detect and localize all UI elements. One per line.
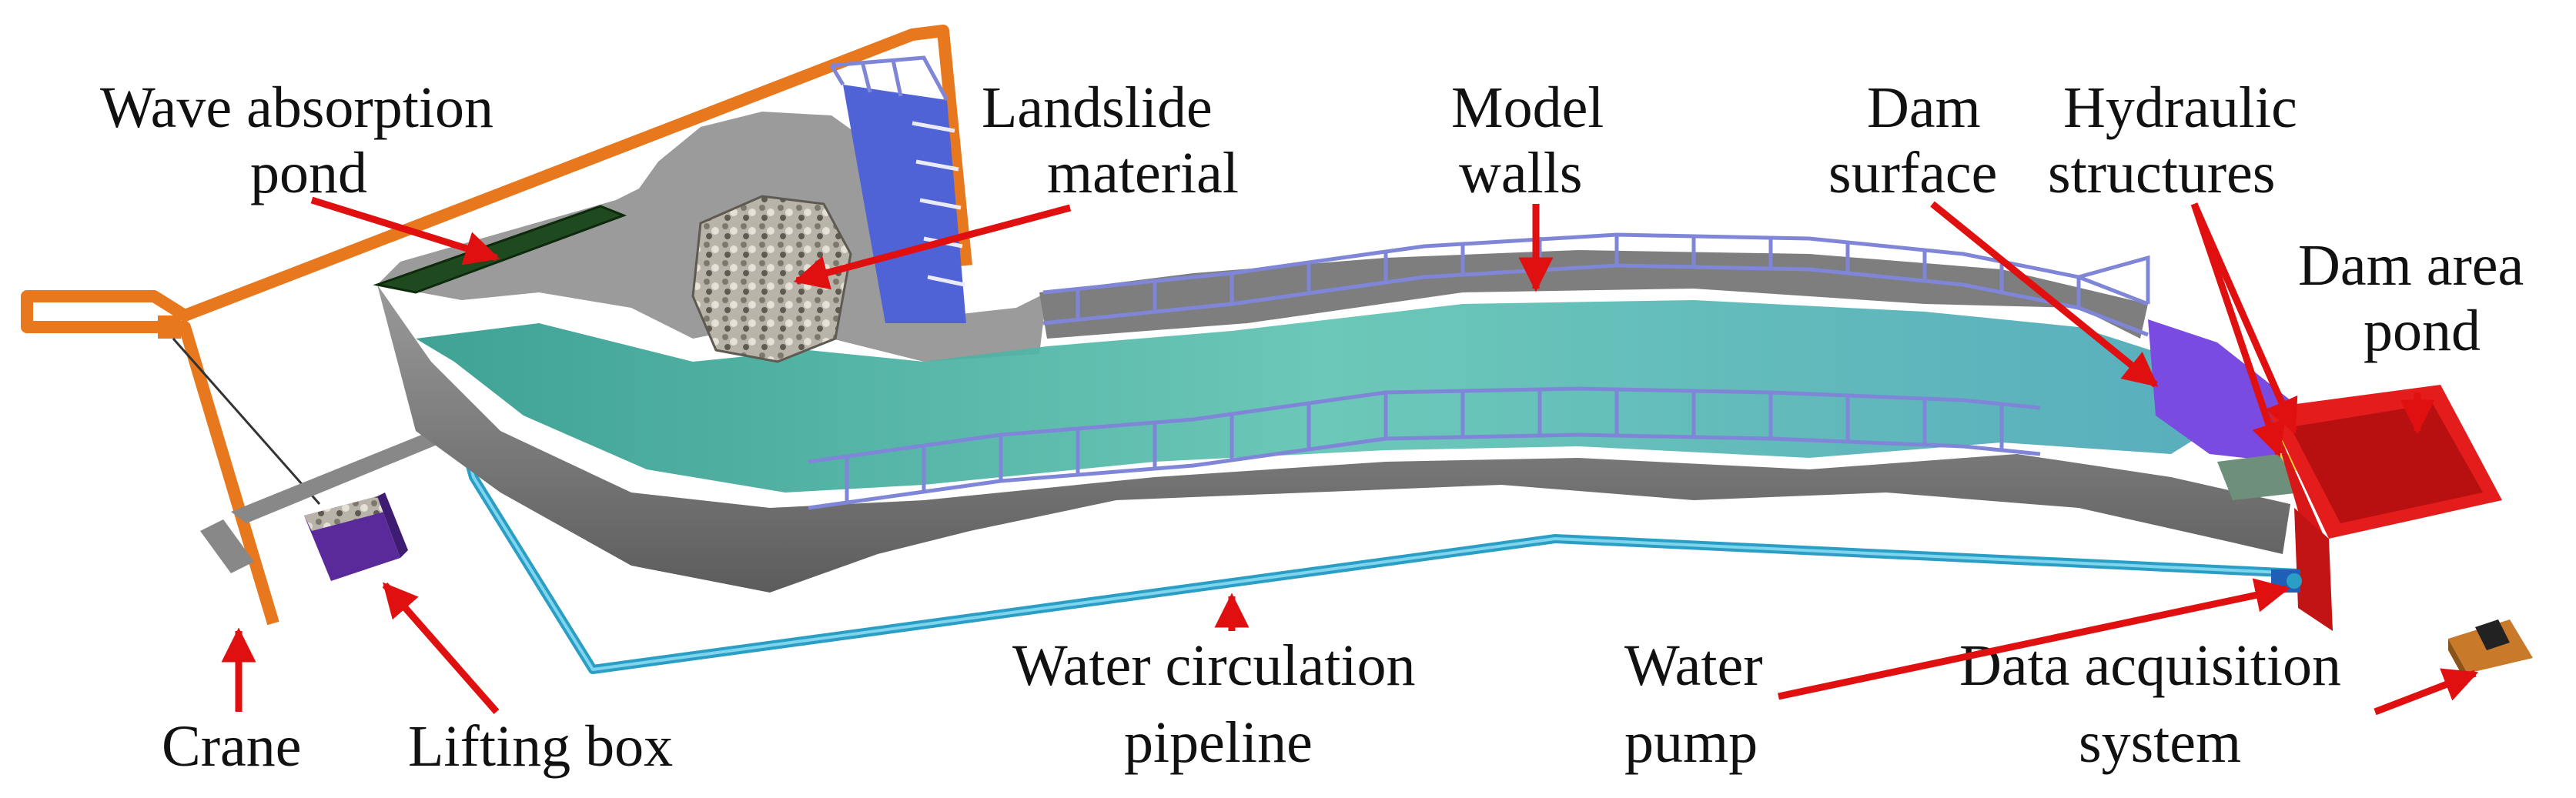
label-water-circulation-pipeline-line1: Water circulation [1012,633,1416,698]
arrow-wave-absorption-pond [310,196,500,265]
landslide-material [691,195,852,363]
arrow-hydraulic-structures-a [2190,202,2298,435]
wave-absorption-pond [373,205,627,294]
label-dam-area-pond-line1: Dam area [2298,233,2524,298]
labels: Wave absorption pond Landslide material … [100,75,2524,779]
label-dam-surface-line1: Dam [1867,75,1981,140]
label-data-acquisition-system-line2: system [2079,710,2241,775]
arrow-water-pump [1778,578,2290,700]
arrow-lifting-box [382,582,500,714]
label-model-walls-line2: walls [1459,141,1582,205]
lifting-box [304,492,408,581]
label-water-circulation-pipeline-line2: pipeline [1124,710,1313,775]
crane-frame [21,25,972,626]
label-dam-area-pond-line2: pond [2364,299,2481,363]
near-railing [808,386,2041,510]
support-struts [200,431,443,573]
outer-wall [377,285,2290,593]
label-water-pump-line1: Water [1624,633,1763,698]
crane-hook-block [158,316,181,339]
label-wave-absorption-pond-line1: Wave absorption [100,75,493,140]
label-landslide-material-line1: Landslide [982,75,1213,140]
label-wave-absorption-pond-line2: pond [250,141,367,205]
label-hydraulic-structures-line1: Hydraulic [2063,75,2297,140]
arrow-hydraulic-structures-b [2190,202,2286,458]
label-model-walls-line1: Model [1451,75,1604,140]
arrow-landslide-material [793,204,1072,290]
label-water-pump-line2: pump [1624,710,1758,775]
label-dam-surface-line2: surface [1828,141,1997,205]
label-landslide-material-line2: material [1047,141,1239,205]
far-wall [1039,250,2148,339]
crane-cable [172,338,321,505]
arrow-dam-surface [1930,201,2159,388]
data-acquisition-system [2448,619,2533,685]
arrow-data-acquisition-system [2374,668,2479,716]
water-surface [416,300,2233,492]
label-hydraulic-structures-line2: structures [2048,141,2275,205]
label-lifting-box: Lifting box [408,714,673,779]
label-crane: Crane [162,714,301,779]
dam-area-pond [2267,385,2502,631]
callout-arrows [221,196,2479,716]
crane [21,25,972,626]
